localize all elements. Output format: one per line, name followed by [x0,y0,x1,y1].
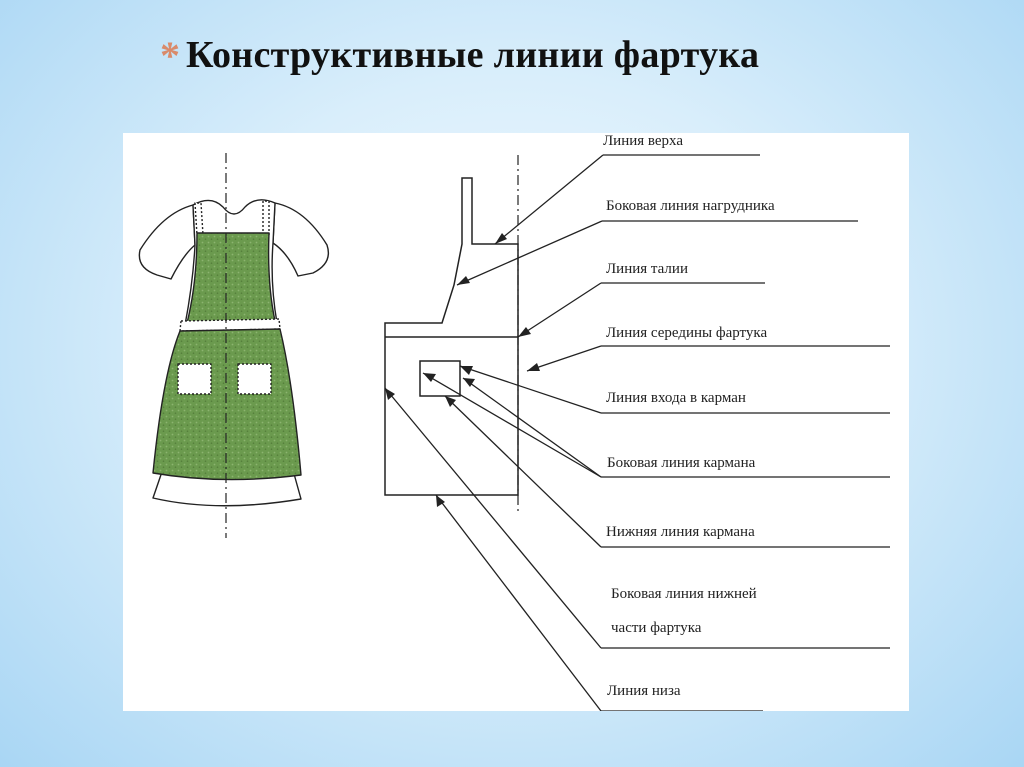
page-title: Конструктивные линии фартука [186,34,760,76]
title-marker: * [160,33,180,78]
pattern-outline [384,177,519,496]
label-waist-line: Линия талии [606,261,688,277]
arrowhead-top [495,233,507,244]
label-middle-line: Линия середины фартука [606,325,768,341]
label-lower-side-line-1: Боковая линия нижней [611,586,757,602]
label-pocket-side-line: Боковая линия кармана [607,455,756,471]
apron-pocket-right [237,363,272,395]
dress-sleeve-right [272,202,330,277]
apron-pocket-left [177,363,212,395]
leader-arrowheads [385,233,540,507]
arrowhead-pocket-side-1 [463,378,475,387]
arrowhead-pocket-side-2 [423,373,436,382]
apron-illustration [138,153,330,538]
label-hem-line: Линия низа [607,683,681,699]
apron-lower [152,328,302,481]
arrowhead-lower-side [385,388,395,400]
label-pocket-bottom-line: Нижняя линия кармана [606,524,755,540]
apron-diagram [138,153,890,711]
label-lower-side-line-2: части фартука [611,620,702,636]
label-pocket-entry-line: Линия входа в карман [606,390,746,406]
label-bib-side-line: Боковая линия нагрудника [606,198,775,214]
arrowhead-pocket-bottom [445,396,456,407]
dress-sleeve-left [138,204,196,280]
apron-bib [186,232,276,324]
leader-lines [384,154,890,711]
arrowhead-bib-side [457,276,470,285]
apron-strap-right [262,200,270,236]
slide-title: * Конструктивные линии фартука [160,34,759,78]
apron-pattern [384,155,519,513]
arrowhead-hem [436,495,445,507]
pattern-pocket [419,360,461,397]
arrowhead-waist [518,327,531,337]
apron-strap-left [194,202,204,236]
arrowhead-middle [527,363,540,371]
diagram-panel: Линия верха Боковая линия нагрудника Лин… [123,133,909,711]
label-top-line: Линия верха [603,133,684,149]
arrowhead-pocket-entry [460,366,473,375]
